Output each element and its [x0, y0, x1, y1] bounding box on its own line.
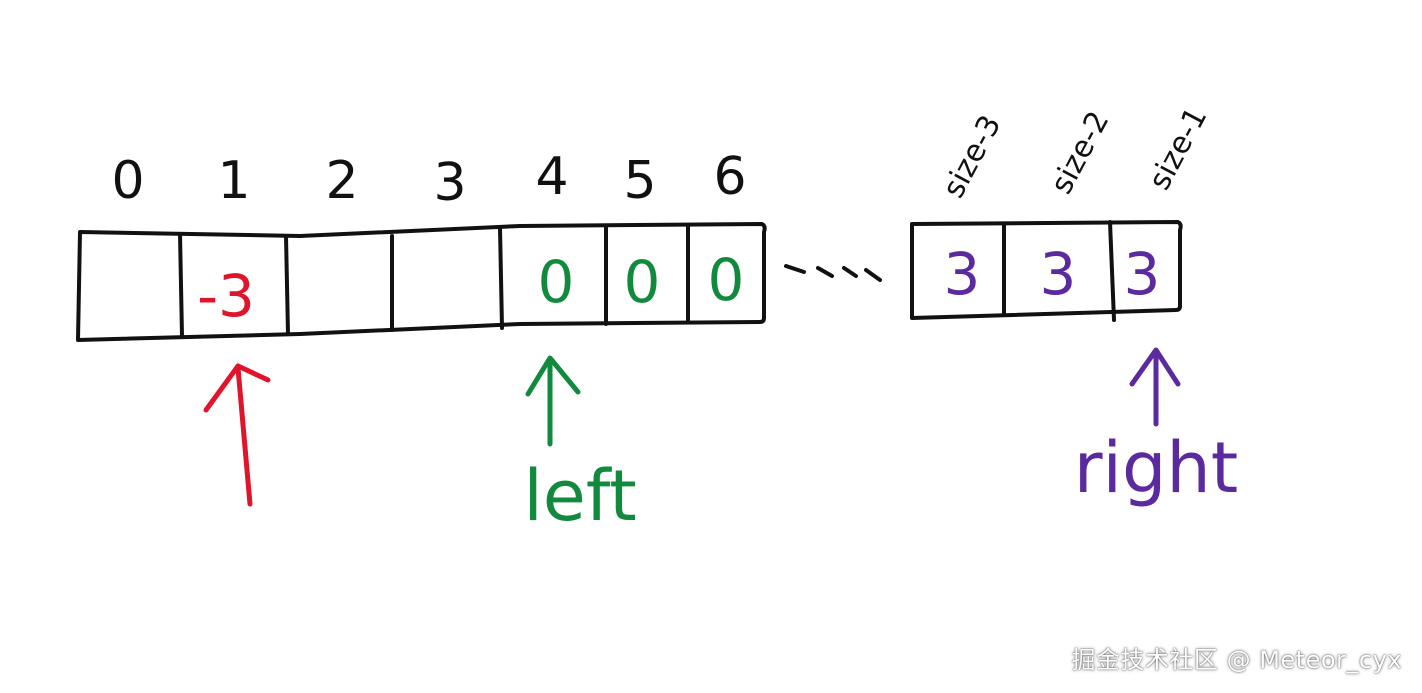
- ellipsis-dash: [864, 268, 882, 282]
- ellipsis-dash: [784, 264, 806, 274]
- index-label-4: 4: [535, 147, 568, 207]
- size-label-2: size-2: [1044, 106, 1116, 200]
- purple-arrow-head: [1129, 347, 1181, 387]
- size-label-3: size-3: [936, 110, 1008, 204]
- right-array: 3 3 3: [910, 220, 1183, 322]
- watermark-text: 掘金技术社区 @ Meteor_cyx: [1071, 646, 1402, 674]
- left-array-outline: [76, 222, 767, 342]
- size-labels: size-3 size-2 size-1: [936, 102, 1214, 204]
- index-label-3: 3: [433, 153, 466, 213]
- left-array-divider: [498, 226, 504, 330]
- index-label-6: 6: [713, 147, 746, 207]
- left-cell-value: 0: [538, 248, 575, 316]
- red-arrow-head: [203, 363, 271, 413]
- ellipsis: [784, 264, 882, 282]
- ellipsis-dash: [842, 266, 858, 278]
- red-arrow: [203, 363, 271, 507]
- left-array-divider: [178, 232, 184, 338]
- index-label-5: 5: [623, 151, 656, 211]
- left-pointer-label: left: [523, 455, 636, 537]
- left-array-divider: [284, 234, 290, 336]
- red-arrow-shaft: [235, 365, 253, 507]
- right-pointer: right: [1074, 347, 1238, 509]
- right-cell-value: 3: [1040, 240, 1077, 308]
- left-array: -3 0 0 0: [76, 222, 767, 342]
- size-label-1: size-1: [1142, 102, 1214, 196]
- index-label-0: 0: [111, 151, 144, 211]
- ellipsis-dash: [816, 266, 834, 278]
- right-array-divider: [1108, 220, 1116, 322]
- right-cell-value: 3: [944, 240, 981, 308]
- index-label-2: 2: [325, 151, 358, 211]
- right-cell-value: 3: [1124, 240, 1161, 308]
- left-cell-value: 0: [624, 248, 661, 316]
- left-pointer: left: [523, 355, 637, 537]
- index-label-1: 1: [217, 151, 250, 211]
- right-pointer-label: right: [1074, 427, 1238, 509]
- green-arrow-head: [525, 355, 581, 397]
- index-labels: 0 1 2 3 4 5 6: [111, 147, 746, 213]
- left-cell-value: -3: [197, 262, 255, 330]
- left-cell-value: 0: [708, 246, 745, 314]
- right-array-outline: [910, 220, 1183, 320]
